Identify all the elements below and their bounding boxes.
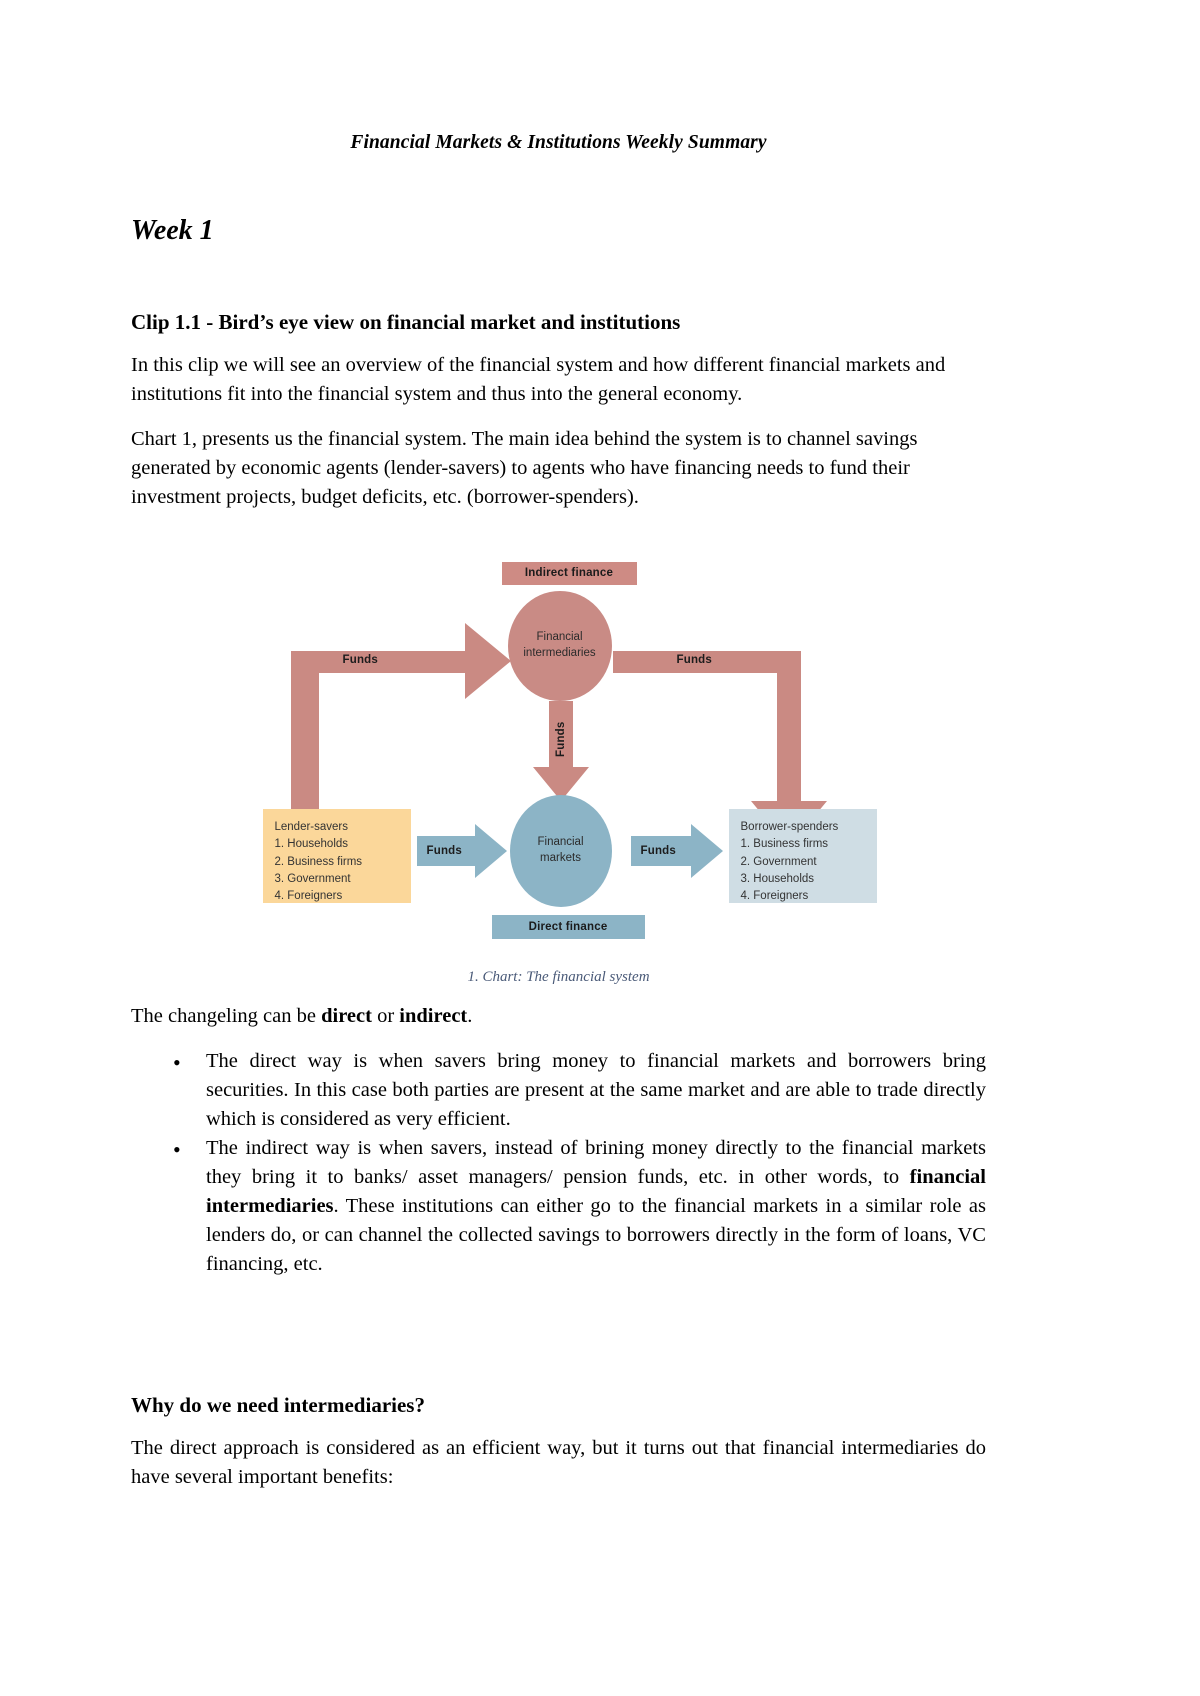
diagram-financial-system: Indirect finance Financial intermediarie… bbox=[239, 555, 879, 955]
document-header-title: Financial Markets & Institutions Weekly … bbox=[350, 132, 767, 153]
node-indirect-finance-label: Indirect finance bbox=[524, 567, 614, 580]
flow-funds-intermediaries-to-borrowers bbox=[612, 650, 827, 847]
flow-label-funds-lenders-to-intermediaries: Funds bbox=[342, 653, 378, 666]
node-borrower-spenders-item-1: 1. Business firms bbox=[740, 838, 829, 851]
changeling-suffix: . bbox=[467, 1004, 473, 1027]
node-financial-intermediaries-label-line2: intermediaries bbox=[523, 646, 596, 659]
node-lender-savers-title: Lender-savers bbox=[274, 820, 349, 833]
list-item: • The direct way is when savers bring mon… bbox=[131, 1047, 986, 1134]
figure-financial-system: Indirect finance Financial intermediarie… bbox=[131, 555, 986, 986]
flow-label-funds-intermediaries-to-markets: Funds bbox=[554, 721, 567, 757]
node-borrower-spenders: Borrower-spenders 1. Business firms 2. G… bbox=[728, 808, 877, 903]
bullet-dot-icon: • bbox=[173, 1137, 181, 1163]
bullet-text-2-bold: financial intermediaries bbox=[206, 1166, 986, 1218]
flow-funds-intermediaries-to-markets bbox=[532, 700, 589, 801]
week-heading: Week 1 bbox=[131, 215, 214, 246]
flow-label-funds-intermediaries-to-borrowers: Funds bbox=[676, 653, 712, 666]
diagram-flow-arrows bbox=[290, 622, 827, 878]
node-financial-intermediaries: Financial intermediaries bbox=[507, 590, 612, 701]
bullet-dot-icon: • bbox=[173, 1049, 181, 1075]
flow-label-funds-lenders-to-markets: Funds bbox=[426, 844, 462, 857]
node-financial-markets-label-line1: Financial bbox=[537, 836, 584, 849]
node-lender-savers-item-4: 4. Foreigners bbox=[274, 890, 343, 903]
node-financial-markets: Financial markets bbox=[509, 794, 612, 907]
list-item: • The indirect way is when savers, instea… bbox=[131, 1134, 986, 1280]
flow-funds-markets-to-borrowers bbox=[630, 823, 723, 878]
bullet-list: • The direct way is when savers bring mon… bbox=[131, 1047, 986, 1280]
node-indirect-finance: Indirect finance bbox=[501, 561, 637, 585]
changeling-prefix: The changeling can be bbox=[131, 1004, 322, 1027]
flow-funds-lenders-to-markets bbox=[416, 823, 507, 878]
changeling-direct: direct bbox=[321, 1004, 372, 1027]
paragraph-why-intermediaries: The direct approach is considered as an … bbox=[131, 1436, 986, 1488]
node-borrower-spenders-title: Borrower-spenders bbox=[740, 820, 839, 833]
flow-funds-lenders-to-intermediaries bbox=[290, 622, 511, 823]
changeling-middle: or bbox=[371, 1004, 400, 1027]
node-lender-savers-item-2: 2. Business firms bbox=[274, 855, 363, 868]
flow-label-funds-markets-to-borrowers: Funds bbox=[640, 844, 676, 857]
clip-heading: Clip 1.1 - Bird’s eye view on financial … bbox=[131, 309, 681, 334]
paragraph-changeling: The changeling can be direct or indirect… bbox=[131, 1002, 986, 1031]
node-lender-savers: Lender-savers 1. Households 2. Business … bbox=[262, 808, 411, 903]
paragraph-intro: In this clip we will see an overview of … bbox=[131, 354, 946, 406]
node-borrower-spenders-item-3: 3. Households bbox=[740, 873, 815, 885]
bullet-text-1: The direct way is when savers bring mone… bbox=[206, 1049, 986, 1130]
changeling-indirect: indirect bbox=[399, 1004, 468, 1027]
why-intermediaries-heading: Why do we need intermediaries? bbox=[131, 1392, 425, 1417]
node-borrower-spenders-item-2: 2. Government bbox=[740, 855, 817, 868]
node-lender-savers-item-3: 3. Government bbox=[274, 873, 351, 885]
node-borrower-spenders-item-4: 4. Foreigners bbox=[740, 890, 809, 903]
node-direct-finance: Direct finance bbox=[491, 914, 645, 939]
node-lender-savers-item-1: 1. Households bbox=[274, 838, 349, 851]
page-content: Financial Markets & Institutions Weekly … bbox=[131, 0, 986, 1492]
bullet-text-2-before: The indirect way is when savers, instead… bbox=[206, 1137, 986, 1189]
bullet-text-2-after: . These institutions can either go to th… bbox=[206, 1195, 986, 1276]
node-financial-intermediaries-label-line1: Financial bbox=[536, 631, 583, 644]
figure-caption: 1. Chart: The financial system bbox=[467, 968, 650, 985]
node-financial-markets-label-line2: markets bbox=[540, 851, 581, 864]
node-direct-finance-label: Direct finance bbox=[528, 920, 608, 933]
paragraph-chart-intro: Chart 1, presents us the financial syste… bbox=[131, 428, 918, 509]
